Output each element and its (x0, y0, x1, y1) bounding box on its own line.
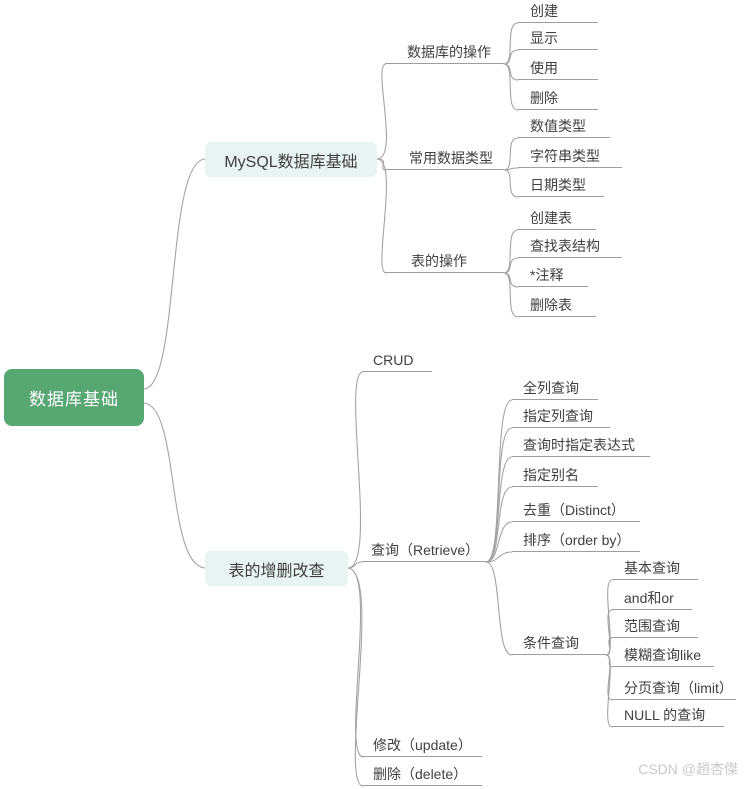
topic-table-operations[interactable]: 表的操作 (385, 251, 504, 273)
leaf-drop-db[interactable]: 删除 (518, 88, 598, 110)
leaf-order-by[interactable]: 排序（order by） (512, 530, 640, 552)
leaf-date-type[interactable]: 日期类型 (518, 175, 604, 197)
leaf-basic-query[interactable]: 基本查询 (612, 558, 698, 580)
leaf-numeric-type[interactable]: 数值类型 (518, 116, 610, 138)
leaf-limit-query[interactable]: 分页查询（limit） (612, 678, 736, 700)
topic-delete[interactable]: 删除（delete） (362, 764, 482, 786)
root-node[interactable]: 数据库基础 (4, 369, 144, 426)
branch-node-table-crud[interactable]: 表的增删改查 (205, 551, 348, 586)
topic-retrieve[interactable]: 查询（Retrieve） (362, 540, 486, 562)
leaf-null-query[interactable]: NULL 的查询 (612, 705, 724, 727)
leaf-and-or[interactable]: and和or (612, 588, 692, 610)
leaf-select-all[interactable]: 全列查询 (512, 378, 598, 400)
leaf-show-db[interactable]: 显示 (518, 28, 598, 50)
watermark: CSDN @趙杏傑 (638, 761, 738, 777)
topic-update[interactable]: 修改（update） (362, 735, 482, 757)
leaf-desc-table[interactable]: 查找表结构 (518, 236, 622, 258)
topic-common-datatypes[interactable]: 常用数据类型 (385, 148, 504, 170)
leaf-create-db[interactable]: 创建 (518, 1, 598, 23)
leaf-select-expression[interactable]: 查询时指定表达式 (512, 435, 650, 457)
leaf-like-query[interactable]: 模糊查询like (612, 645, 714, 667)
branch-node-mysql-basics[interactable]: MySQL数据库基础 (205, 142, 377, 177)
topic-crud[interactable]: CRUD (362, 350, 432, 372)
topic-condition-query[interactable]: 条件查询 (512, 633, 606, 655)
leaf-alias[interactable]: 指定别名 (512, 465, 598, 487)
topic-db-operations[interactable]: 数据库的操作 (385, 42, 504, 64)
leaf-string-type[interactable]: 字符串类型 (518, 146, 622, 168)
leaf-distinct[interactable]: 去重（Distinct） (512, 500, 640, 522)
leaf-range-query[interactable]: 范围查询 (612, 616, 698, 638)
leaf-use-db[interactable]: 使用 (518, 58, 598, 80)
leaf-select-columns[interactable]: 指定列查询 (512, 406, 610, 428)
leaf-comment[interactable]: *注释 (518, 265, 588, 287)
leaf-create-table[interactable]: 创建表 (518, 208, 596, 230)
leaf-drop-table[interactable]: 删除表 (518, 295, 596, 317)
